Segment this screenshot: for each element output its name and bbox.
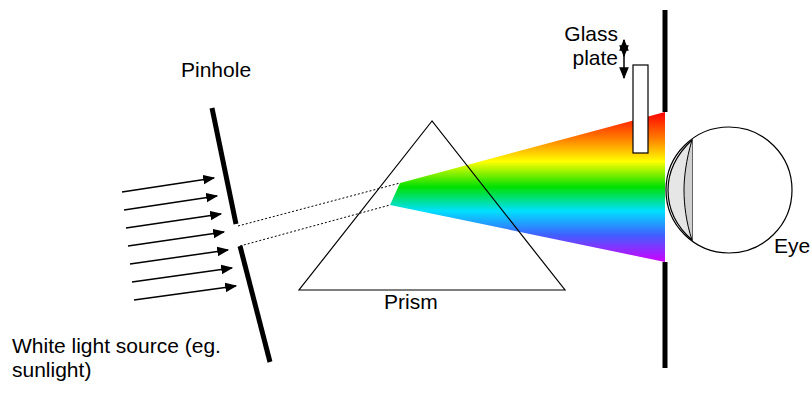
prism xyxy=(299,121,565,290)
spectrum xyxy=(390,112,665,262)
prism-label: Prism xyxy=(384,290,484,314)
light-rays xyxy=(122,178,236,300)
pinhole-label: Pinhole xyxy=(181,58,301,82)
double-arrow xyxy=(623,40,625,78)
eye-drawing xyxy=(666,127,792,253)
eye-label: Eye xyxy=(774,234,808,258)
glass-plate-label: Glass plate xyxy=(556,22,618,70)
source-label: White light source (eg. sunlight) xyxy=(12,334,222,382)
beam xyxy=(238,183,400,246)
pinhole-screen xyxy=(212,108,270,362)
glass-plate xyxy=(633,65,648,153)
